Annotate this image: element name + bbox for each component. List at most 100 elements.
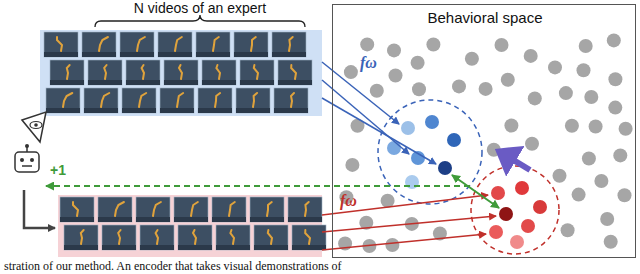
embedding-dot	[608, 72, 622, 86]
video-frame	[196, 32, 230, 57]
distance-arrow	[452, 175, 499, 208]
embedding-dot	[561, 223, 575, 237]
video-frame	[102, 225, 136, 250]
embedding-dot	[411, 56, 425, 70]
video-frame	[136, 197, 170, 222]
embedding-dot	[613, 148, 627, 162]
embedding-dot	[452, 79, 466, 93]
embedding-dot	[608, 101, 622, 115]
embedding-dot	[584, 90, 598, 104]
embedding-dot	[604, 235, 618, 249]
encoder-label: fω	[340, 192, 357, 210]
space-box: Behavioral space	[332, 4, 636, 258]
video-frame	[98, 197, 132, 222]
embedding-dot	[579, 39, 593, 53]
embedding-dot	[389, 69, 403, 83]
agent-embeddings	[489, 181, 547, 249]
encode-arrow	[322, 62, 399, 124]
embedding-dot	[385, 238, 399, 252]
embedding-dot	[465, 52, 479, 66]
video-frame	[250, 197, 284, 222]
video-frame	[46, 88, 80, 113]
video-frame	[50, 60, 84, 85]
embedding-dot	[525, 137, 539, 151]
expert-embeddings	[387, 115, 461, 189]
embedding-dot	[594, 174, 608, 188]
video-frame	[292, 225, 326, 250]
embedding-dot	[345, 158, 359, 172]
shift-arrow	[500, 152, 530, 170]
embedding-dot	[524, 49, 538, 63]
embedding-dot	[344, 65, 358, 79]
embedding-dot	[582, 152, 596, 166]
video-frame	[234, 32, 268, 57]
video-frame	[82, 32, 116, 57]
camera-icon	[22, 112, 46, 142]
embedding-dot	[607, 33, 621, 47]
video-frame	[84, 88, 118, 113]
video-frame	[278, 60, 312, 85]
video-frame	[202, 60, 236, 85]
video-frame	[158, 32, 192, 57]
video-frame	[174, 197, 208, 222]
embedding-dot	[548, 60, 562, 74]
embedding-dot	[553, 169, 567, 183]
act-arrow	[24, 190, 55, 228]
reward-label: +1	[50, 162, 66, 178]
box-title: Behavioral space	[424, 9, 545, 26]
video-frame	[126, 60, 160, 85]
embedding-dot	[559, 86, 573, 100]
embedding-dot	[426, 38, 440, 52]
embedding-dot	[589, 120, 603, 134]
embedding-dot	[387, 43, 401, 57]
video-frame	[60, 197, 94, 222]
video-frame	[212, 197, 246, 222]
video-frame	[120, 32, 154, 57]
video-frame	[240, 60, 274, 85]
embedding-dot	[577, 63, 591, 77]
group-label: N videos of an expert	[134, 0, 266, 16]
video-frame	[236, 88, 270, 113]
embedding-dot	[412, 82, 426, 96]
robot-icon	[15, 144, 39, 172]
encode-arrow	[322, 234, 486, 250]
video-frame	[274, 88, 308, 113]
agent-strip	[58, 195, 322, 257]
video-frame	[288, 197, 322, 222]
brace	[95, 15, 305, 27]
embedding-dot	[600, 212, 614, 226]
embedding-dot	[618, 188, 632, 202]
embedding-dot	[381, 194, 395, 208]
video-frame	[198, 88, 232, 113]
video-frame	[272, 32, 306, 57]
embedding-dot	[619, 122, 633, 136]
embedding-dot	[495, 38, 509, 52]
embedding-dot	[479, 82, 493, 96]
video-frame	[254, 225, 288, 250]
expert-strip	[40, 30, 322, 116]
video-frame	[216, 225, 250, 250]
caption-fragment: stration of our method. An encoder that …	[4, 259, 342, 274]
video-frames	[44, 32, 326, 250]
embedding-dot	[565, 119, 579, 133]
expert-cluster	[378, 100, 482, 204]
embedding-dot	[504, 119, 518, 133]
embedding-dots	[338, 33, 632, 253]
video-frame	[160, 88, 194, 113]
embedding-dot	[572, 188, 586, 202]
video-frame	[178, 225, 212, 250]
video-frame	[44, 32, 78, 57]
embedding-dot	[501, 73, 515, 87]
embedding-dot	[528, 91, 542, 105]
agent-cluster	[471, 166, 559, 254]
video-frame	[140, 225, 174, 250]
encode-arrow	[322, 98, 436, 164]
video-frame	[122, 88, 156, 113]
encode-arrow	[322, 216, 496, 232]
reward-arrow	[46, 185, 470, 187]
embedding-dot	[360, 37, 374, 51]
encode-arrow	[322, 80, 409, 154]
video-frame	[164, 60, 198, 85]
